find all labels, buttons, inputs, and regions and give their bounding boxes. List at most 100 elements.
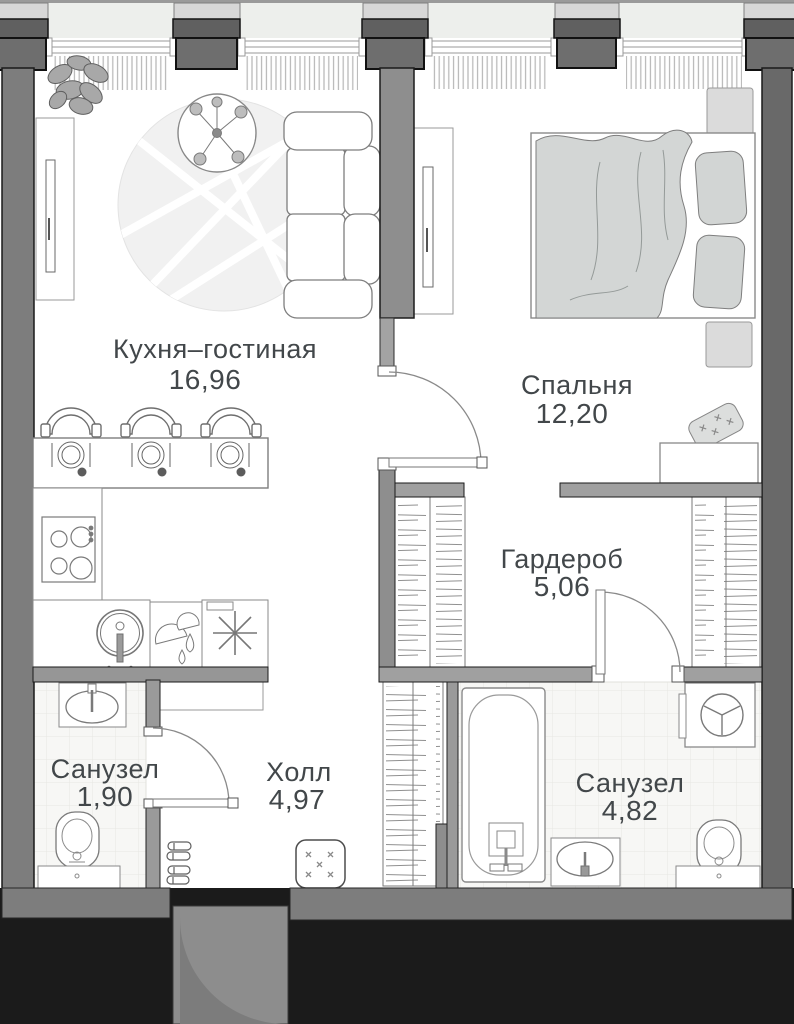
room-kitchen-living [32,55,381,671]
pillar-2 [361,2,429,70]
label-hall: Холл [266,757,332,787]
washing-machine [678,682,756,748]
facade-edge [0,0,794,4]
wall-bathroom-small-top [145,679,161,728]
left-exterior-wall [1,67,35,891]
bs-door-leaf [152,798,234,808]
plant [47,55,109,115]
wardrobe-unit-left [394,496,466,668]
room-wardrobe [394,496,761,668]
bottom-facade [0,887,794,1024]
hall-closet [382,681,444,887]
place-settings [51,441,250,477]
coffee-table [177,93,257,173]
bathtub [461,687,546,883]
wall-living-bedroom-thin [379,317,395,371]
wb-door-arc [599,591,681,673]
toilet-small [37,811,121,889]
bathroom-small-door [143,726,239,809]
radiators [53,56,742,90]
label-kitchen-living: Кухня–гостиная [113,334,317,364]
radiator-3 [432,56,548,89]
bar-counter [32,407,269,489]
label-bathroom-small: Санузел [51,754,160,784]
room-labels: Кухня–гостиная 16,96 Спальня 12,20 Гарде… [51,334,685,826]
radiator-2 [244,56,358,90]
facade-pillars [0,2,794,71]
area-wardrobe: 5,06 [534,571,591,602]
stool-2 [120,407,182,438]
right-exterior-wall [761,67,793,893]
tv-living [45,159,56,273]
bar-stools [40,407,262,438]
window-3 [424,37,559,57]
radiator-4 [626,56,742,89]
toilet-big-pedestal [675,865,761,889]
area-bedroom: 12,20 [536,398,609,429]
tv-console-living [35,117,75,301]
bed [530,129,756,319]
bs-door-arc [152,727,230,805]
dresser-cushion [688,402,744,450]
pillow-2 [692,234,746,310]
wall-living-bedroom [379,67,415,319]
bedroom-door-leaf [388,457,482,468]
sofa-armrest-bottom [283,279,373,319]
wall-wardrobe-left [378,469,396,668]
bs-door-jamb-top [143,726,163,737]
wall-bedroom-wardrobe-right [559,482,763,498]
bottom-wall-band-right [289,887,793,921]
area-hall: 4,97 [269,784,326,815]
area-bathroom-small: 1,90 [77,781,134,812]
nightstand-2 [705,321,753,368]
room-bathroom-big [461,682,761,889]
label-bathroom-big: Санузел [576,768,685,798]
room-bedroom [412,87,759,484]
doors [143,365,685,809]
area-bathroom-big: 4,82 [602,795,659,826]
bottom-wall-band-left [1,887,171,919]
bedroom-door-jamb-top [377,365,397,377]
pillar-corner-right [743,2,794,71]
room-bathroom-small [37,682,127,889]
pouf [295,839,346,889]
entrance-door-swing [180,918,286,1024]
room-hall [159,681,444,889]
wall-wardrobe-bottom-left [378,666,594,683]
bedroom-door [377,365,488,471]
stool-3 [200,407,262,438]
tv-bedroom [422,166,434,288]
hall-bench [159,681,264,711]
entrance-door [172,905,289,1024]
label-wardrobe: Гардероб [501,544,624,574]
top-facade [0,0,794,90]
cooktop [41,516,96,583]
wall-wardrobe-bottom-right [677,666,763,683]
window-2 [237,37,367,57]
dresser [659,402,759,484]
stool-1 [40,407,102,438]
windows [44,37,750,57]
window-4 [615,37,750,57]
dishwasher-asterisk [213,611,257,655]
wb-door-leaf [595,589,606,675]
label-bedroom: Спальня [521,370,633,400]
sofa-armrest-top [283,111,373,151]
flowers [189,96,248,166]
nightstand-1 [706,87,754,136]
wardrobe-bathroom-door [591,589,685,683]
cutting-board [155,612,200,665]
wall-hall-bathroom-stub [435,823,448,889]
bedroom-door-arc [388,371,482,465]
blanket [535,129,693,319]
wardrobe-unit-right [691,496,761,668]
tv-console-bedroom [412,127,454,315]
pillar-corner-left [0,2,49,71]
pillar-3 [553,2,621,69]
sink-small [58,682,127,728]
window-1 [44,37,178,57]
kitchen-sink [96,609,144,671]
sofa [283,111,381,319]
pillow-1 [694,150,748,226]
shoes [166,841,192,885]
